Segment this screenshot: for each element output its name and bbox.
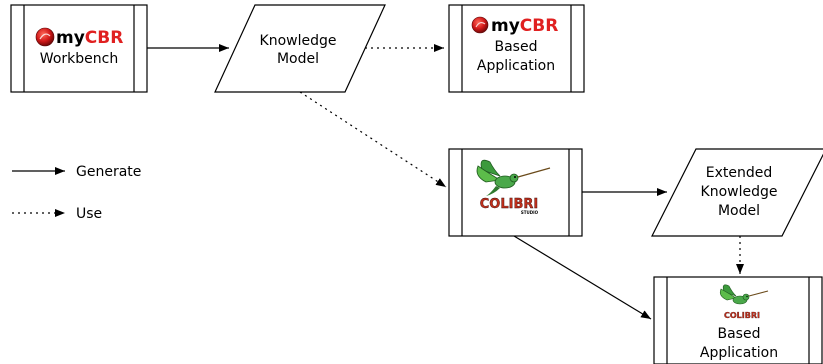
label-knowledge: Knowledge (701, 184, 778, 200)
hummingbird-icon (476, 159, 551, 196)
studio-wordmark: STUDIO (521, 210, 539, 215)
edge-colibri-studio-to-colibri-app (513, 235, 652, 320)
svg-text:myCBR: myCBR (56, 28, 123, 48)
node-mycbr-based-application: myCBR Based Application (448, 4, 585, 93)
label-based: Based (718, 326, 761, 342)
label-model: Model (718, 203, 760, 219)
label-workbench: Workbench (40, 51, 118, 67)
edge-knowledge-model-to-colibri-studio (299, 91, 447, 188)
legend-use: Use (12, 206, 102, 222)
node-knowledge-model: Knowledge Model (214, 4, 386, 93)
colibri-wordmark: COLIBRI (480, 197, 538, 212)
node-mycbr-workbench: myCBR Workbench (10, 4, 148, 93)
legend-use-label: Use (76, 206, 102, 222)
node-extended-knowledge-model: Extended Knowledge Model (651, 148, 823, 237)
colibri-logo: COLIBRI STUDIO (476, 159, 551, 215)
legend-generate-label: Generate (76, 164, 141, 180)
label-extended: Extended (706, 165, 773, 181)
legend: Generate Use (12, 164, 141, 222)
label-application: Application (477, 58, 555, 74)
svg-text:myCBR: myCBR (491, 16, 558, 36)
mycbr-ball-icon (35, 27, 55, 47)
colibri-wordmark: COLIBRI (724, 311, 760, 320)
label-based: Based (495, 39, 538, 55)
label-knowledge: Knowledge (260, 33, 337, 49)
label-application: Application (700, 345, 778, 361)
legend-generate: Generate (12, 164, 141, 180)
mycbr-logo: myCBR (35, 27, 123, 48)
hummingbird-icon (719, 284, 769, 305)
mycbr-logo: myCBR (471, 16, 558, 36)
node-colibri-based-application: COLIBRI Based Application (653, 276, 823, 364)
colibri-logo: COLIBRI (719, 284, 769, 320)
mycbr-ball-icon (471, 16, 489, 34)
label-model: Model (277, 51, 319, 67)
node-colibri-studio: COLIBRI STUDIO (448, 148, 583, 237)
